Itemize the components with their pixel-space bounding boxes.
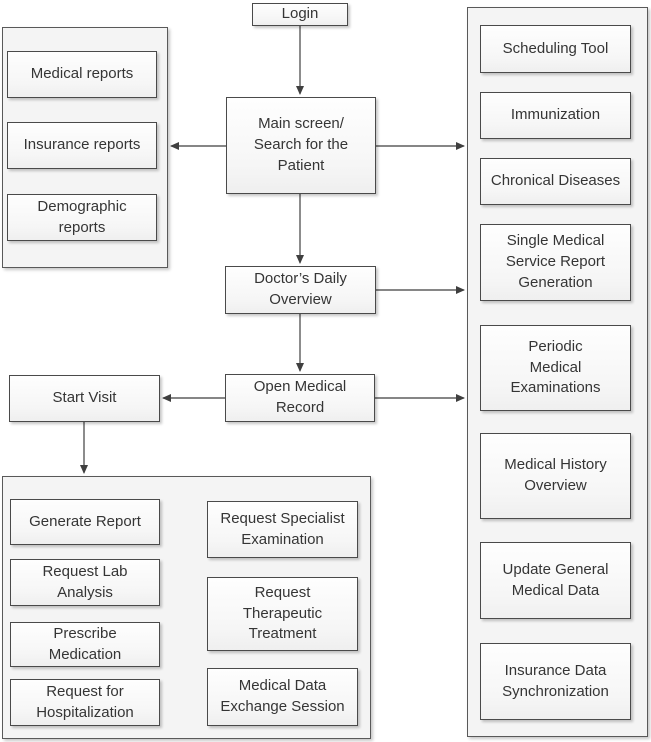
node-immunization: Immunization [480, 92, 631, 139]
node-prescribe-medication: Prescribe Medication [10, 622, 160, 667]
node-periodic-medical-examinations: Periodic Medical Examinations [480, 325, 631, 411]
node-generate-report: Generate Report [10, 499, 160, 545]
node-chronical-diseases: Chronical Diseases [480, 158, 631, 205]
node-request-specialist-examination: Request Specialist Examination [207, 501, 358, 558]
node-insurance-data-synchronization: Insurance Data Synchronization [480, 643, 631, 720]
node-open-medical-record: Open Medical Record [225, 374, 375, 422]
node-main-screen-search-patient: Main screen/ Search for the Patient [226, 97, 376, 194]
node-request-therapeutic-treatment: Request Therapeutic Treatment [207, 577, 358, 651]
node-single-medical-service-report-generation: Single Medical Service Report Generation [480, 224, 631, 301]
node-insurance-reports: Insurance reports [7, 122, 157, 169]
node-start-visit: Start Visit [9, 375, 160, 422]
node-scheduling-tool: Scheduling Tool [480, 25, 631, 73]
node-medical-data-exchange-session: Medical Data Exchange Session [207, 668, 358, 726]
node-medical-reports: Medical reports [7, 51, 157, 98]
node-doctors-daily-overview: Doctor’s Daily Overview [225, 266, 376, 314]
node-request-lab-analysis: Request Lab Analysis [10, 559, 160, 606]
node-login: Login [252, 3, 348, 26]
node-update-general-medical-data: Update General Medical Data [480, 542, 631, 619]
node-request-for-hospitalization: Request for Hospitalization [10, 679, 160, 726]
node-medical-history-overview: Medical History Overview [480, 433, 631, 519]
node-demographic-reports: Demographic reports [7, 194, 157, 241]
